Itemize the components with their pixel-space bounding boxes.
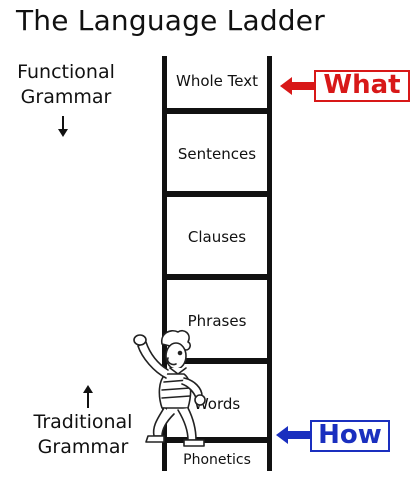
down-arrow-icon [58, 116, 68, 137]
ladder-rung [162, 437, 272, 443]
level-phonetics: Phonetics [183, 452, 251, 468]
ladder-rung [162, 108, 272, 114]
red-arrow-icon [280, 77, 314, 95]
how-marker: How [310, 420, 390, 452]
level-phrases: Phrases [187, 312, 247, 330]
traditional-label-line2: Grammar [37, 436, 129, 458]
up-arrow-icon [83, 385, 93, 408]
what-marker: What [314, 70, 410, 102]
diagram-title: The Language Ladder [16, 4, 325, 37]
traditional-label-line1: Traditional [33, 411, 133, 433]
climbing-person-icon [133, 329, 206, 447]
traditional-grammar-label: Traditional Grammar [28, 410, 138, 460]
level-whole-text: Whole Text [175, 72, 259, 90]
ladder-rung [162, 358, 272, 364]
ladder-rung [162, 191, 272, 197]
functional-label-line2: Grammar [20, 86, 112, 108]
blue-arrow-icon [276, 426, 310, 444]
functional-grammar-label: Functional Grammar [14, 60, 118, 110]
ladder-right-rail [267, 56, 272, 471]
functional-label-line1: Functional [17, 61, 115, 83]
level-clauses: Clauses [187, 228, 247, 246]
ladder-left-rail [162, 56, 167, 471]
ladder-rung [162, 274, 272, 280]
level-sentences: Sentences [177, 145, 257, 163]
